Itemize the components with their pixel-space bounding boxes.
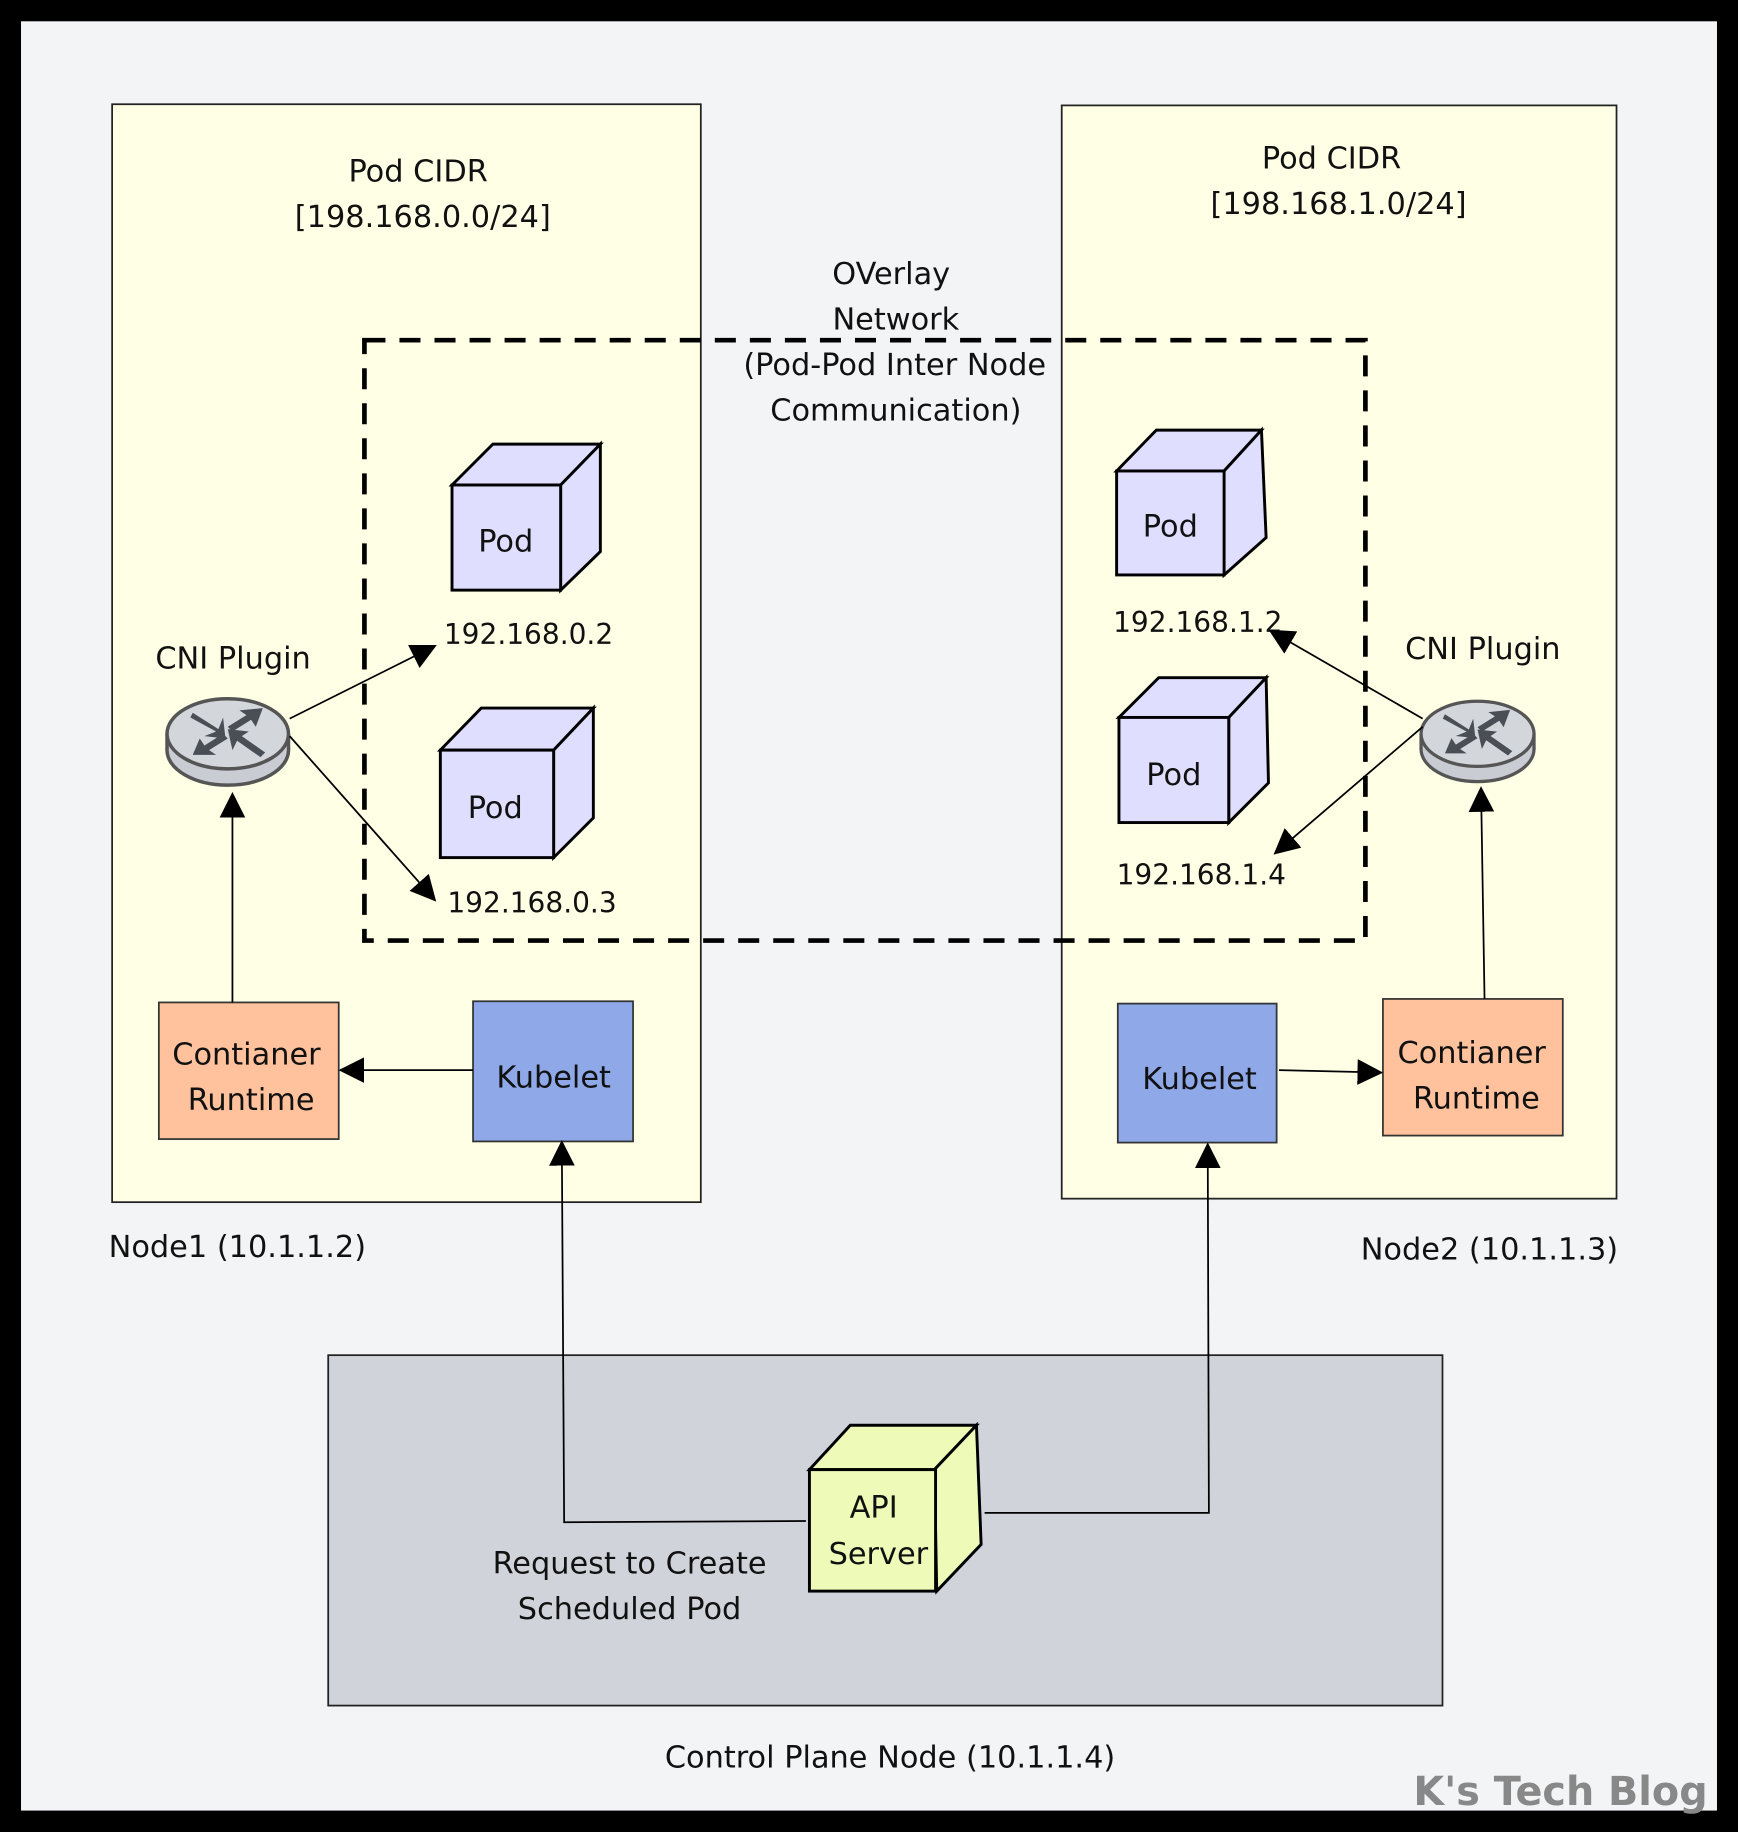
node1-pod-cidr-range: [198.168.0.0/24] (295, 200, 551, 235)
arrow-cni-to-pod (1268, 629, 1424, 720)
pod-node2-a: Pod (1113, 426, 1268, 579)
node2-pod-cidr-range: [198.168.1.0/24] (1211, 187, 1467, 222)
pod-label: Pod (1143, 509, 1198, 544)
arrow-api-to-node2-kubelet (984, 1142, 1221, 1514)
pod-ip: 192.168.1.2 (1113, 606, 1282, 639)
pod-ip: 192.168.0.3 (447, 886, 616, 919)
overlay-network-boundary (362, 337, 1368, 943)
router-icon (1419, 699, 1536, 784)
node1-container-runtime-box (157, 1001, 340, 1140)
pod-node2-b: Pod (1115, 674, 1270, 827)
runtime-label-line1: Contianer (172, 1037, 321, 1072)
arrow-cni-to-pod (289, 735, 437, 902)
overlay-label-line4: Communication) (770, 394, 1021, 429)
node1-kubelet-box (472, 1000, 634, 1143)
node1-label: Node1 (10.1.1.2) (109, 1230, 366, 1265)
node1-pod-cidr-title: Pod CIDR (348, 154, 487, 189)
api-server-label-line1: API (850, 1491, 898, 1526)
request-label-line1: Request to Create (493, 1547, 767, 1582)
node2-label: Node2 (10.1.1.3) (1361, 1232, 1618, 1267)
runtime-label-line1: Contianer (1398, 1036, 1547, 1071)
pod-node1-b: Pod (436, 704, 597, 862)
overlay-label-line2: Network (832, 303, 959, 338)
router-icon (165, 696, 291, 787)
pod-node1-a: Pod (448, 440, 604, 594)
node2-pod-cidr-title: Pod CIDR (1262, 141, 1401, 176)
node2-cni-label: CNI Plugin (1405, 632, 1560, 667)
control-plane-label: Control Plane Node (10.1.1.4) (665, 1740, 1115, 1775)
pod-label: Pod (468, 791, 523, 826)
kubelet-label: Kubelet (1142, 1062, 1257, 1097)
arrow-runtime-to-cni (1468, 786, 1495, 999)
arrow-cni-to-pod (1273, 726, 1424, 855)
pod-label: Pod (478, 525, 533, 560)
arrow-api-to-node1-kubelet (549, 1140, 806, 1524)
api-server-label-line2: Server (829, 1537, 929, 1572)
runtime-label-line2: Runtime (188, 1083, 315, 1118)
request-label-line2: Scheduled Pod (518, 1592, 742, 1627)
overlay-label-line1: OVerlay (832, 257, 950, 292)
bottom-border (0, 1810, 1738, 1832)
arrow-cni-to-pod (289, 645, 437, 720)
kubelet-label: Kubelet (496, 1061, 611, 1096)
node1-cni-label: CNI Plugin (155, 641, 310, 676)
pod-label: Pod (1146, 758, 1201, 793)
overlay-label-line3: (Pod-Pod Inter Node (743, 348, 1046, 383)
node2-kubelet-box (1116, 1002, 1278, 1144)
api-server-cube: API Server (806, 1421, 983, 1595)
arrow-kubelet-to-runtime (1278, 1059, 1384, 1085)
pod-ip: 192.168.1.4 (1117, 858, 1286, 891)
pod-ip: 192.168.0.2 (444, 618, 613, 651)
runtime-label-line2: Runtime (1413, 1082, 1540, 1117)
watermark-logo: K's Tech Blog (1413, 1769, 1707, 1815)
